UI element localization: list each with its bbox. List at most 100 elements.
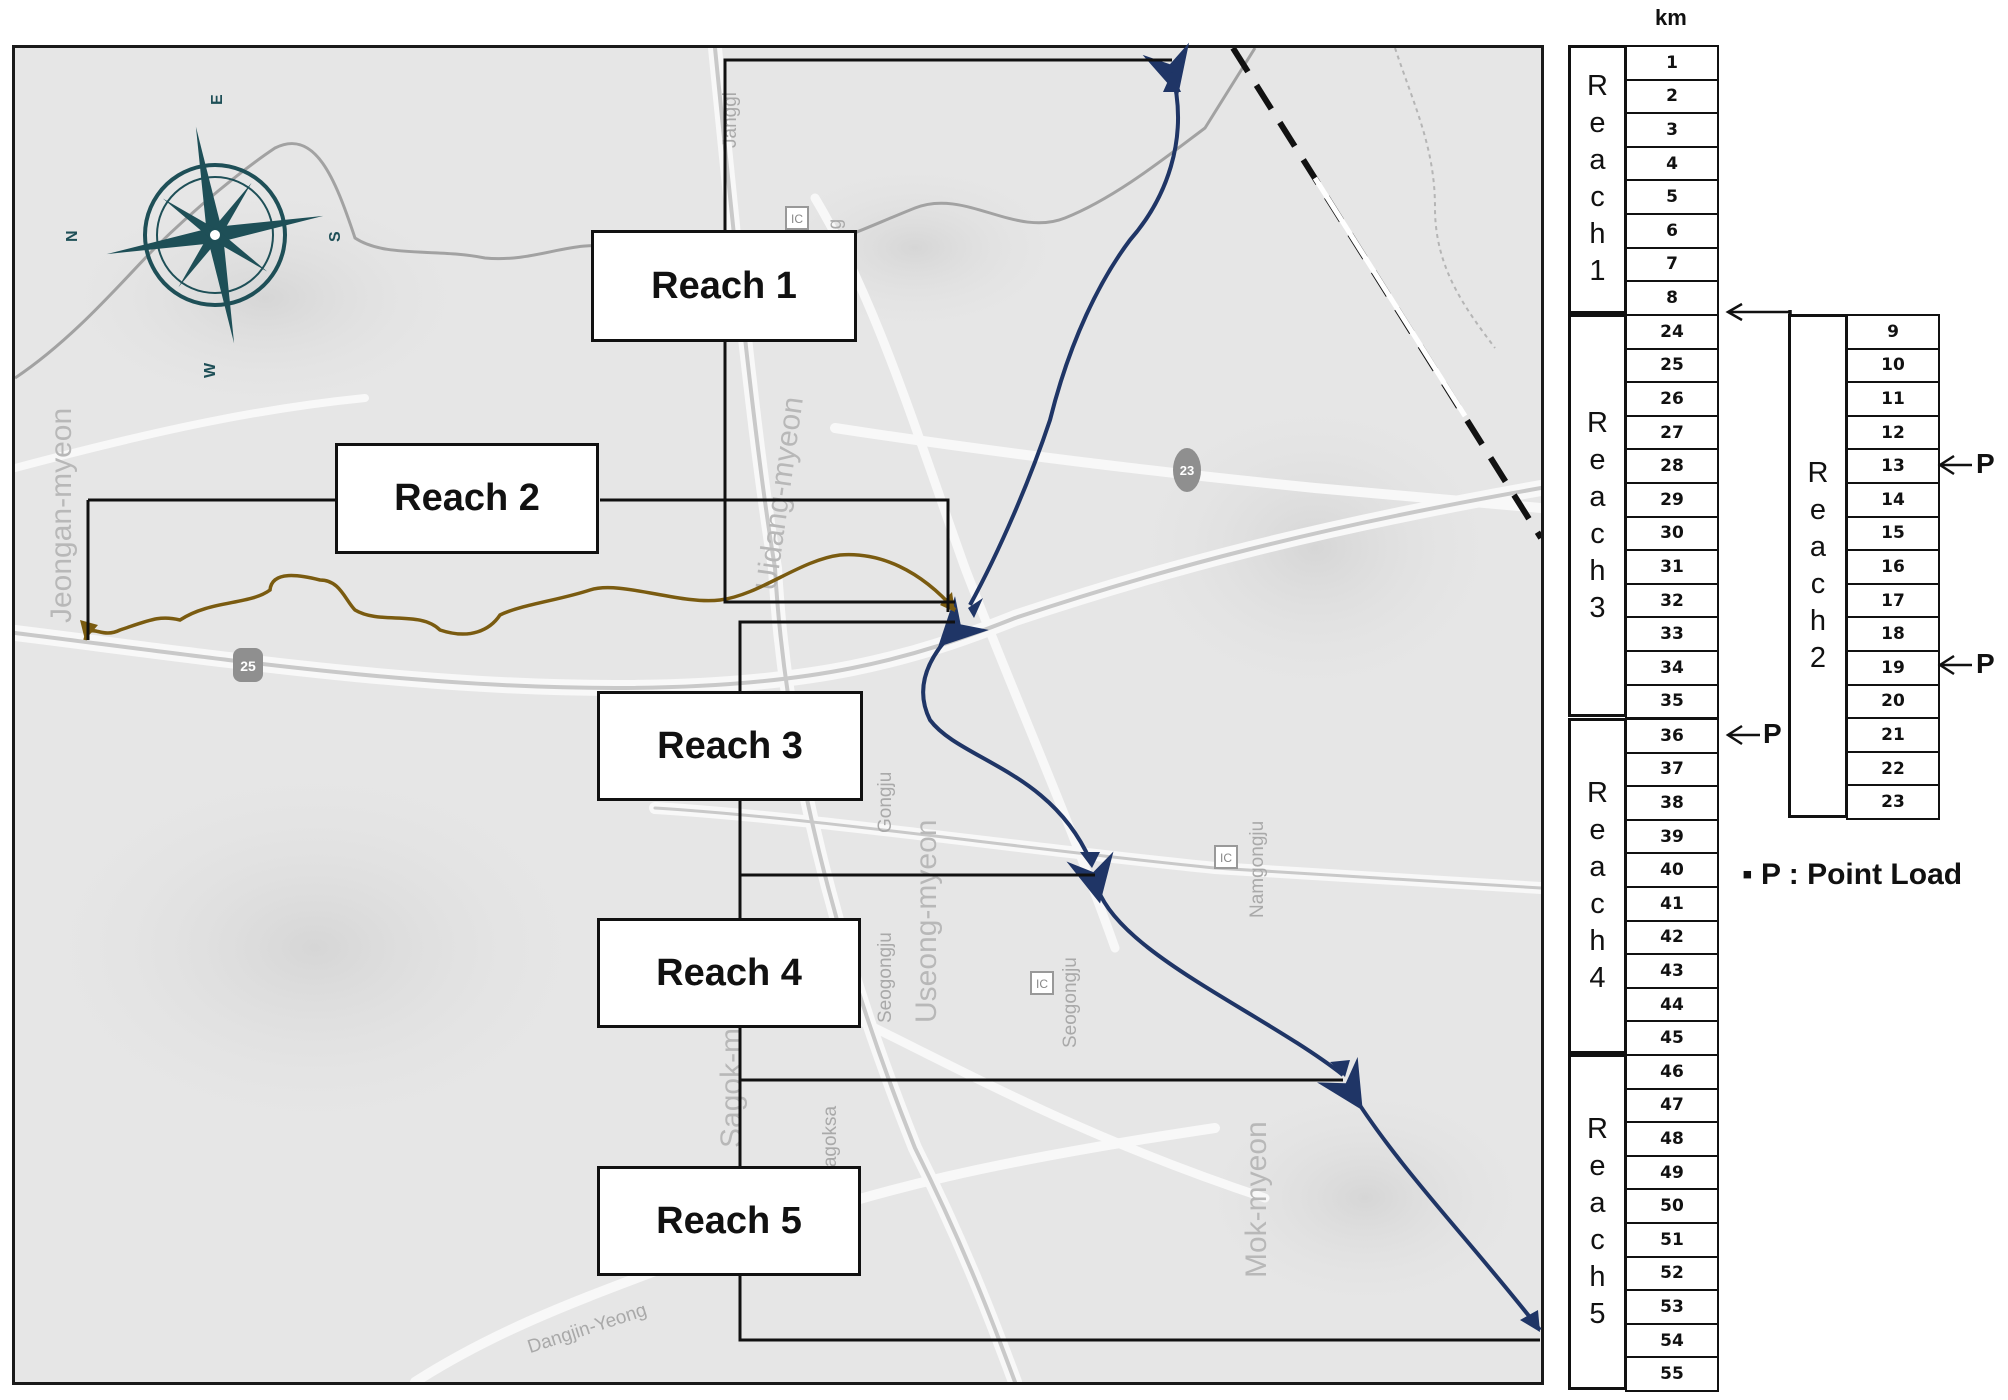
km-cell-46: 46 — [1625, 1054, 1719, 1090]
km-cell-5: 5 — [1625, 179, 1719, 215]
km-cell-38: 38 — [1625, 785, 1719, 821]
reach-column-letter: e — [1589, 107, 1606, 140]
reach-column-letter: 2 — [1809, 642, 1827, 674]
km-cell-49: 49 — [1625, 1154, 1719, 1191]
reach-column-letter: R — [1587, 777, 1608, 809]
km-cell-22: 22 — [1846, 750, 1940, 787]
km-cell-37: 37 — [1625, 751, 1719, 788]
main-river — [921, 42, 1542, 1332]
km-cell-40: 40 — [1625, 852, 1719, 888]
reach-column-letter: h — [1589, 925, 1606, 957]
road-shield-25: 25 — [233, 648, 263, 682]
km-cell-15: 15 — [1846, 515, 1940, 552]
km-cell-29: 29 — [1625, 482, 1719, 518]
km-cell-52: 52 — [1625, 1255, 1719, 1292]
km-cell-50: 50 — [1625, 1188, 1719, 1224]
km-cell-35: 35 — [1625, 683, 1719, 720]
reach-column-letter: a — [1589, 851, 1606, 883]
river-arrowheads — [968, 72, 1540, 1332]
reach-column-letter: e — [1589, 443, 1606, 476]
reach-column-letter: 1 — [1589, 255, 1606, 288]
km-cell-39: 39 — [1625, 818, 1719, 855]
reach-column-letter: c — [1590, 517, 1605, 550]
reach-column-letter: c — [1590, 1224, 1605, 1256]
km-cell-4: 4 — [1625, 145, 1719, 182]
km-cell-16: 16 — [1846, 549, 1940, 585]
km-cell-42: 42 — [1625, 919, 1719, 956]
compass-n-label: N — [64, 230, 81, 242]
km-cell-14: 14 — [1846, 482, 1940, 518]
km-cell-3: 3 — [1625, 112, 1719, 148]
point-load-marker-km19: P — [1976, 648, 1995, 679]
reach-column-letter: a — [1589, 1187, 1606, 1219]
reach-1-label-box: Reach 1 — [591, 230, 857, 342]
km-cell-36: 36 — [1625, 718, 1719, 754]
km-cell-7: 7 — [1625, 246, 1719, 283]
reach-5-label-box: Reach 5 — [597, 1166, 861, 1276]
boundary-dashed-line — [1230, 48, 1541, 540]
compass-e-label: E — [209, 94, 226, 105]
ic-marker: IC — [785, 206, 809, 230]
km-cell-1: 1 — [1625, 45, 1719, 81]
ic-marker: IC — [1030, 971, 1054, 995]
km-cell-30: 30 — [1625, 515, 1719, 552]
point-load-marker-km13: P — [1976, 448, 1995, 479]
ic-marker: IC — [1214, 845, 1238, 869]
km-cell-54: 54 — [1625, 1322, 1719, 1359]
km-cell-31: 31 — [1625, 549, 1719, 585]
reach-column-letter: c — [1590, 181, 1605, 214]
km-cell-13: 13 — [1846, 448, 1940, 484]
km-cell-33: 33 — [1625, 616, 1719, 652]
reach-column-letter: a — [1809, 531, 1827, 563]
km-cell-19: 19 — [1846, 650, 1940, 686]
reach-column-letter: a — [1589, 144, 1606, 177]
reach-column-letter: R — [1587, 406, 1608, 439]
km-cell-43: 43 — [1625, 953, 1719, 989]
reach-4-label-box: Reach 4 — [597, 918, 861, 1028]
km-unit-label: km — [1655, 5, 1687, 30]
km-cell-44: 44 — [1625, 986, 1719, 1023]
reach-column-letter: e — [1589, 1150, 1606, 1182]
road-shield-23: 23 — [1173, 448, 1201, 492]
km-cell-34: 34 — [1625, 650, 1719, 686]
reach-column-letter: R — [1587, 1113, 1608, 1145]
tributary-river — [83, 552, 957, 641]
km-cell-8: 8 — [1625, 280, 1719, 316]
reach-column-letter: h — [1589, 218, 1606, 251]
svg-text:IC: IC — [791, 212, 803, 226]
reach-column-letter: R — [1807, 457, 1829, 489]
km-cell-21: 21 — [1846, 717, 1940, 753]
km-cell-27: 27 — [1625, 414, 1719, 451]
reach-column-letter: h — [1809, 605, 1827, 637]
km-cell-2: 2 — [1625, 78, 1719, 115]
compass-rose — [106, 126, 324, 344]
km-cell-48: 48 — [1625, 1121, 1719, 1157]
reach-column-letter: a — [1589, 480, 1606, 513]
reach-column-letter: c — [1590, 888, 1605, 920]
km-cell-24: 24 — [1625, 314, 1719, 350]
km-cell-11: 11 — [1846, 381, 1940, 417]
km-cell-9: 9 — [1846, 314, 1940, 350]
reach-column-letter: h — [1589, 1261, 1606, 1293]
reach-2-label-box: Reach 2 — [335, 443, 599, 554]
reach-column-letter: e — [1589, 814, 1606, 846]
svg-text:25: 25 — [240, 658, 256, 674]
km-cell-23: 23 — [1846, 784, 1940, 820]
km-cell-28: 28 — [1625, 448, 1719, 484]
svg-text:IC: IC — [1036, 977, 1048, 991]
point-load-marker-km36: P — [1763, 718, 1782, 749]
reach-column-letter: 3 — [1589, 591, 1606, 624]
reach-column-letter: R — [1587, 70, 1608, 103]
km-cell-25: 25 — [1625, 347, 1719, 384]
reach-column-letter: 4 — [1589, 962, 1606, 994]
km-cell-6: 6 — [1625, 213, 1719, 249]
km-cell-41: 41 — [1625, 886, 1719, 922]
km-cell-18: 18 — [1846, 616, 1940, 652]
km-cell-26: 26 — [1625, 381, 1719, 417]
compass-s-label: S — [327, 231, 344, 242]
